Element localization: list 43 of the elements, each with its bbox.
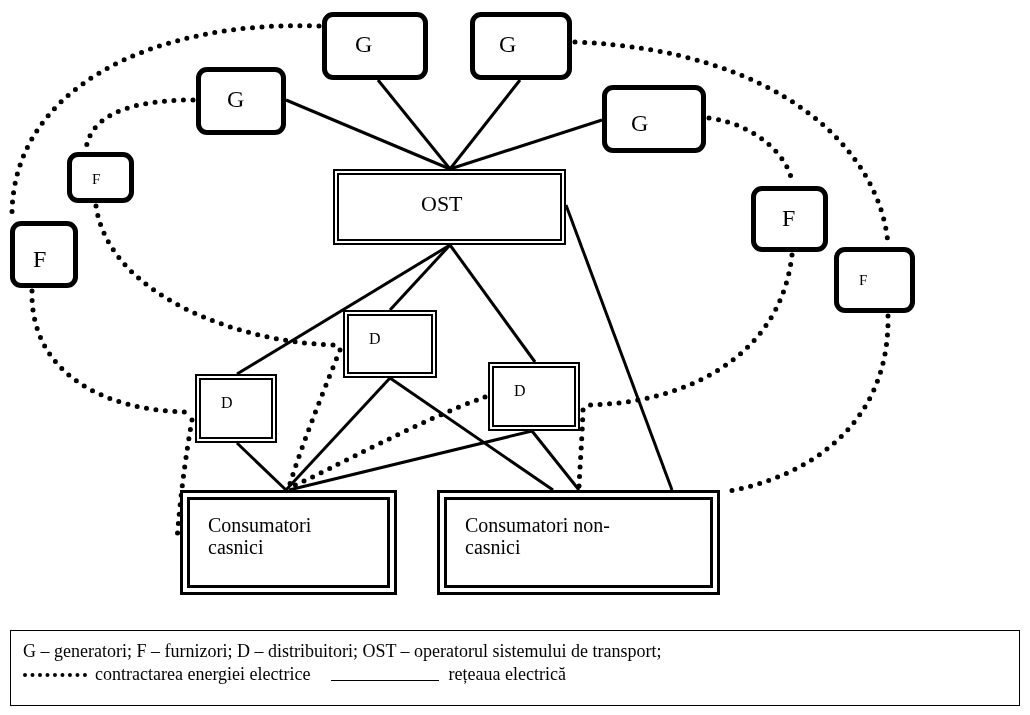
node-label: D: [369, 330, 381, 348]
dotted-line: [576, 407, 586, 490]
rounded-box: [196, 67, 286, 135]
node-label: G: [355, 31, 373, 58]
double-border-box: [343, 310, 437, 378]
double-border-box: [333, 169, 566, 245]
rounded-box: [470, 12, 572, 80]
consumer-box: [180, 490, 397, 595]
rounded-box: [834, 247, 915, 313]
connector-line: [235, 441, 288, 492]
node-label: D: [514, 382, 526, 400]
connector-line: [284, 377, 392, 491]
connector-line: [448, 244, 537, 363]
connector-line: [288, 429, 533, 492]
legend-note: G – generatori; F – furnizori; D – distribuitori; OST – operatorul sistemului de transport;: [23, 641, 663, 662]
connector-line: [388, 244, 452, 311]
node-label: D: [221, 394, 233, 412]
rounded-box: [10, 221, 78, 288]
node-label: F: [782, 205, 796, 232]
rounded-box: [67, 152, 134, 203]
double-border-box: [488, 362, 580, 431]
legend-text: rețeaua electrică: [448, 664, 566, 685]
rounded-box: [322, 12, 428, 80]
connector-line: [530, 430, 581, 491]
double-border-box: [195, 374, 277, 443]
connector-line: [389, 376, 554, 492]
connector-line: [285, 98, 451, 171]
connector-line: [448, 79, 522, 170]
consumer-box: [437, 490, 720, 595]
node-label: G: [227, 86, 245, 113]
node-label: OST: [421, 191, 463, 217]
node-label: Consumatori non-casnici: [465, 514, 611, 558]
node-label: F: [859, 272, 868, 289]
rounded-box: [751, 186, 828, 252]
connector-line: [449, 118, 603, 171]
node-label: Consumatori casnici: [208, 514, 313, 558]
node-label: F: [92, 171, 101, 188]
connector-line: [376, 79, 452, 170]
node-label: F: [33, 246, 47, 273]
legend-text: contractarea energiei electrice: [95, 664, 311, 685]
node-label: G: [499, 31, 517, 58]
node-label: G: [631, 110, 649, 137]
rounded-box: [602, 85, 706, 153]
